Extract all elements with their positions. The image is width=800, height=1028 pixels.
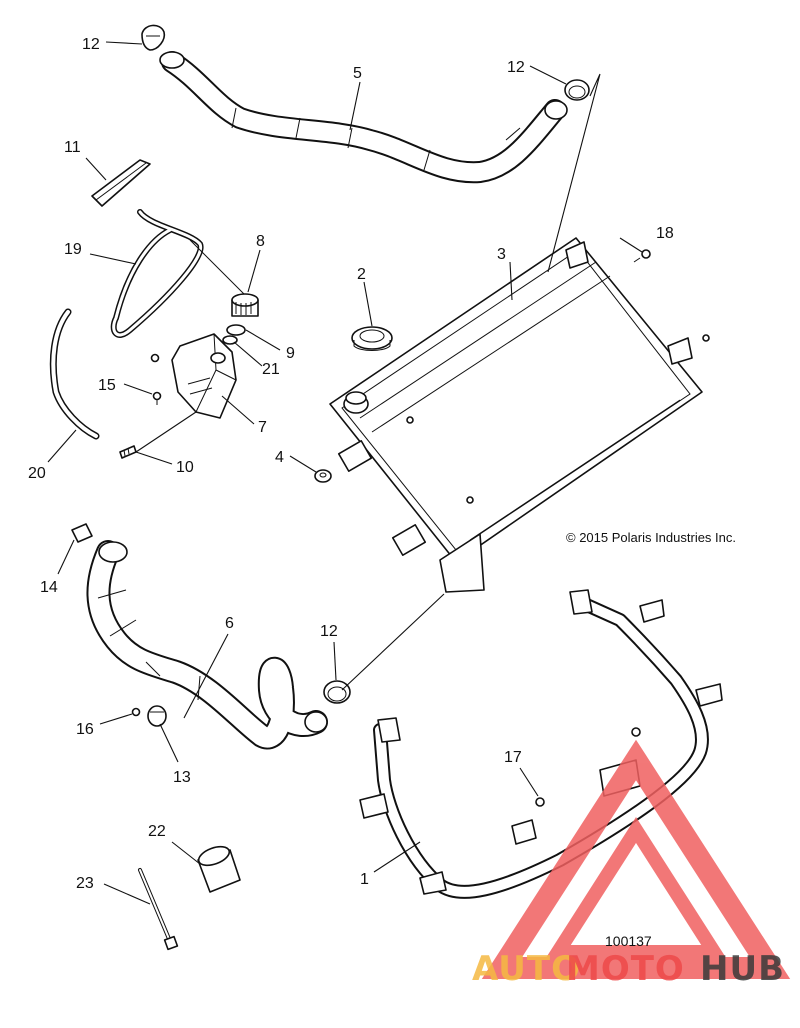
- callout-10: 10: [176, 459, 194, 476]
- radiator-cap-part-2: [351, 326, 393, 351]
- clamp-part-13: [147, 705, 167, 727]
- callout-11: 11: [64, 139, 81, 156]
- callout-19: 19: [64, 241, 82, 258]
- copyright-notice: © 2015 Polaris Industries Inc.: [566, 530, 736, 545]
- watermark-hub: HUB: [700, 949, 785, 989]
- reservoir-cap-part-8: [231, 293, 259, 317]
- overflow-hose-part-19: [110, 209, 247, 338]
- screw-part-16: [131, 707, 141, 717]
- clip-part-14: [71, 523, 93, 543]
- callout-18: 18: [656, 225, 674, 242]
- callout-21: 21: [262, 361, 280, 378]
- hose-clamp-part-12-top-left: [141, 24, 166, 51]
- frame-bracket-part-1: [359, 589, 723, 899]
- radiator-part-3: [329, 237, 710, 593]
- callout-12-top-left: 12: [82, 36, 100, 53]
- screw-part-15: [152, 391, 162, 405]
- bracket-part-11: [91, 159, 151, 207]
- grommet-part-4: [314, 469, 332, 483]
- hose-clamp-part-12-top-right: [564, 79, 590, 101]
- callout-3: 3: [497, 246, 506, 263]
- watermark-moto: MOTO: [566, 949, 685, 989]
- callout-6: 6: [225, 615, 234, 632]
- callout-22: 22: [148, 823, 166, 840]
- callout-14: 14: [40, 579, 58, 596]
- hose-clamp-part-12-lower: [323, 680, 351, 704]
- watermark-wordmark: AUTO MOTO HUB: [472, 949, 785, 989]
- callout-17: 17: [504, 749, 522, 766]
- callout-1: 1: [360, 871, 369, 888]
- o-ring-part-21: [222, 335, 238, 345]
- callout-16: 16: [76, 721, 94, 738]
- callout-5: 5: [353, 65, 362, 82]
- watermark-auto: AUTO: [472, 949, 581, 989]
- upper-hose-part-5: [159, 51, 568, 184]
- callout-13: 13: [173, 769, 191, 786]
- callout-15: 15: [98, 377, 116, 394]
- cable-tie-part-23: [138, 868, 179, 951]
- figure-number: 100137: [605, 933, 652, 949]
- o-ring-part-9: [226, 324, 246, 336]
- vent-tube-part-20: [49, 308, 100, 440]
- lower-hose-part-6: [86, 540, 328, 750]
- callout-20: 20: [28, 465, 46, 482]
- automotohub-watermark-logo: [481, 739, 791, 979]
- callout-labels: 12 5 12 11 19 8 3 2 18 9 21 7 15 10 4 20…: [28, 36, 674, 892]
- leader-lines: [47, 41, 643, 905]
- callout-2: 2: [357, 266, 366, 283]
- callout-8: 8: [256, 233, 265, 250]
- coolant-reservoir-part-7: [171, 333, 237, 419]
- bolt-part-18: [633, 249, 651, 263]
- callout-9: 9: [286, 345, 295, 362]
- callout-12-top-right: 12: [507, 59, 525, 76]
- callout-23: 23: [76, 875, 94, 892]
- hose-sleeve-part-22: [197, 845, 241, 893]
- callout-12-lower: 12: [320, 623, 338, 640]
- callout-4: 4: [275, 449, 284, 466]
- screw-part-15-upper: [150, 353, 160, 363]
- callout-7: 7: [258, 419, 267, 436]
- bolt-part-10: [119, 445, 137, 459]
